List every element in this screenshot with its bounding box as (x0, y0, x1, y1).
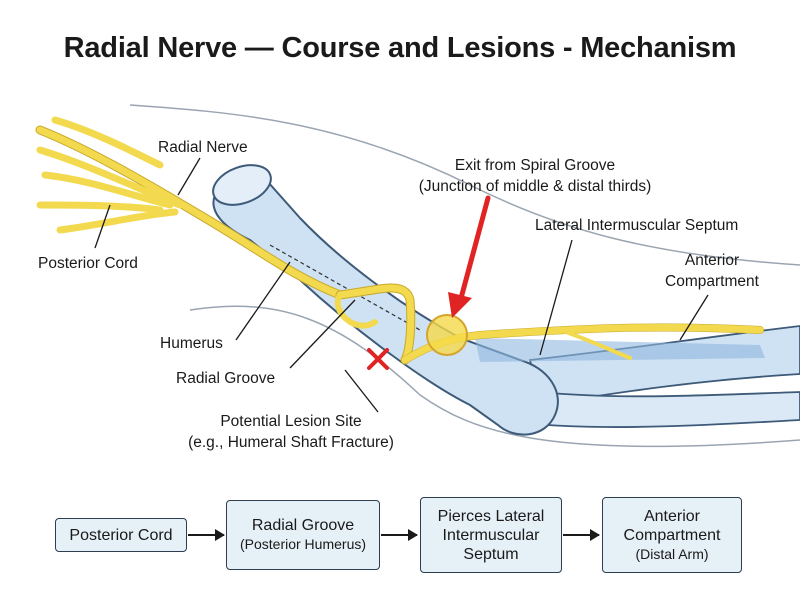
label-exit-junction: (Junction of middle & distal thirds) (419, 178, 652, 195)
flow-step-anterior-line2: Compartment (623, 526, 721, 544)
flow-arrow-3 (563, 529, 600, 541)
exit-site-highlight (426, 314, 468, 356)
flow-step-anterior-compartment: Anterior Compartment (Distal Arm) (602, 497, 742, 573)
label-posterior-cord: Posterior Cord (38, 255, 138, 272)
humerus-bone (212, 164, 559, 436)
flow-step-pierces-line1: Pierces Lateral (437, 507, 545, 525)
flow-step-posterior-cord-label: Posterior Cord (69, 526, 173, 544)
label-lesion-example: (e.g., Humeral Shaft Fracture) (188, 434, 394, 451)
flow-arrow-1 (188, 529, 225, 541)
flow-step-pierces-septum: Pierces Lateral Intermuscular Septum (420, 497, 562, 573)
label-anterior-compartment-line2: Compartment (665, 273, 760, 290)
label-radial-groove: Radial Groove (176, 370, 275, 387)
arm-outline-lower (189, 305, 800, 448)
label-anterior-compartment-line1: Anterior (685, 252, 739, 269)
arm-outline-upper (129, 104, 800, 266)
flow-step-posterior-cord: Posterior Cord (55, 518, 187, 552)
lesion-x-marker (367, 348, 389, 370)
flow-step-pierces-line3: Septum (463, 545, 519, 563)
leader-lines (94, 157, 709, 413)
label-exit-spiral-groove: Exit from Spiral Groove (455, 157, 615, 174)
exit-site-arrow (448, 195, 491, 318)
flow-step-anterior-line1: Anterior (643, 507, 701, 525)
page-title: Radial Nerve — Course and Lesions - Mech… (63, 32, 737, 64)
label-lateral-septum: Lateral Intermuscular Septum (535, 217, 738, 234)
flow-step-pierces-line2: Intermuscular (442, 526, 540, 544)
flow-step-radial-groove-title: Radial Groove (251, 517, 355, 534)
label-humerus: Humerus (160, 335, 223, 352)
flow-step-radial-groove-sub: (Posterior Humerus) (239, 536, 367, 552)
flow-step-radial-groove: Radial Groove (Posterior Humerus) (226, 500, 380, 570)
flow-step-anterior-line3: (Distal Arm) (635, 545, 709, 562)
label-lesion-site: Potential Lesion Site (220, 413, 361, 430)
lateral-intermuscular-septum-band (475, 338, 765, 362)
label-radial-nerve: Radial Nerve (158, 139, 248, 156)
flow-arrow-2 (381, 529, 418, 541)
